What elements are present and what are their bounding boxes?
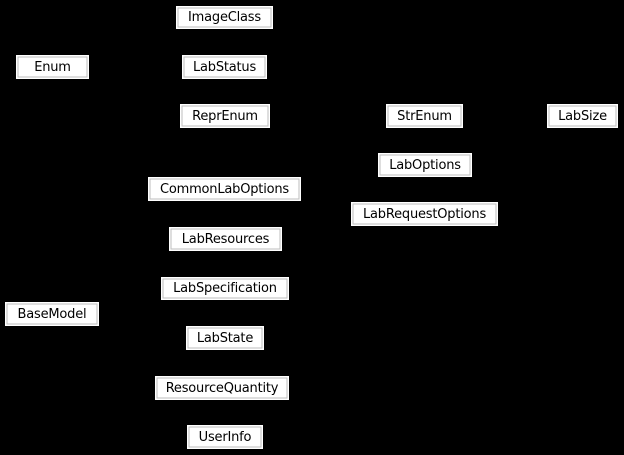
class-node-label: LabStatus <box>192 59 257 75</box>
class-node-labresources[interactable]: LabResources <box>169 227 282 251</box>
class-node-label: LabSpecification <box>173 281 277 296</box>
class-node-label: ImageClass <box>188 10 261 25</box>
class-node-enum[interactable]: Enum <box>16 55 89 79</box>
class-node-imageclass[interactable]: ImageClass <box>176 6 273 29</box>
class-node-label: Enum <box>34 59 71 75</box>
class-node-labstatus[interactable]: LabStatus <box>182 55 267 79</box>
class-node-label: LabOptions <box>389 157 461 173</box>
class-node-label: CommonLabOptions <box>160 181 289 197</box>
class-node-laboptions[interactable]: LabOptions <box>378 153 472 177</box>
class-node-labrequestoptions[interactable]: LabRequestOptions <box>351 202 498 226</box>
class-node-label: ReprEnum <box>192 108 258 124</box>
class-node-labstate[interactable]: LabState <box>186 326 264 350</box>
class-node-label: UserInfo <box>198 429 252 445</box>
class-node-resourcequantity[interactable]: ResourceQuantity <box>155 376 289 400</box>
class-node-label: ResourceQuantity <box>165 380 279 396</box>
class-node-userinfo[interactable]: UserInfo <box>187 425 263 449</box>
class-node-label: LabRequestOptions <box>362 206 487 222</box>
class-node-label: LabSize <box>558 108 607 124</box>
class-node-label: BaseModel <box>17 306 87 322</box>
class-node-label: StrEnum <box>397 108 452 124</box>
class-node-commonlaboptions[interactable]: CommonLabOptions <box>148 177 301 201</box>
class-node-label: LabResources <box>181 231 270 247</box>
class-node-label: LabState <box>196 330 254 346</box>
class-node-reprenum[interactable]: ReprEnum <box>180 104 270 128</box>
class-node-strenum[interactable]: StrEnum <box>386 104 463 128</box>
class-node-labsize[interactable]: LabSize <box>547 104 618 128</box>
class-node-labspecification[interactable]: LabSpecification <box>161 277 289 300</box>
class-node-basemodel[interactable]: BaseModel <box>5 302 99 326</box>
